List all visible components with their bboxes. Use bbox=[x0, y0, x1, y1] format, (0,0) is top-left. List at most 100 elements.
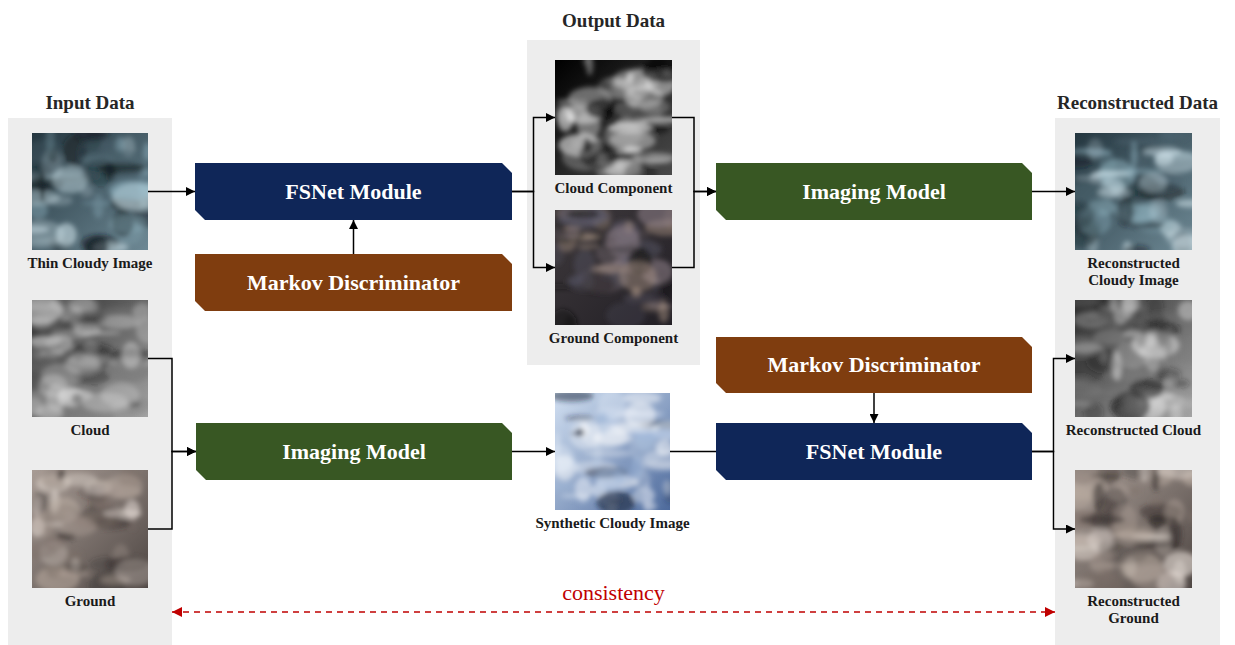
panel-heading-group: Output Data bbox=[497, 10, 730, 32]
module-label: Markov Discriminator bbox=[767, 352, 980, 378]
texture-blob bbox=[32, 300, 63, 325]
texture-blob bbox=[1077, 571, 1124, 588]
texture-blob bbox=[1166, 228, 1192, 248]
texture-blob bbox=[1140, 470, 1148, 483]
image-tile: Reconstructed Cloudy Image bbox=[1075, 133, 1192, 250]
panel-heading: Reconstructed Data bbox=[1025, 92, 1235, 114]
texture-blob bbox=[76, 315, 106, 325]
module-label: FSNet Module bbox=[806, 439, 942, 465]
texture-blob bbox=[83, 139, 115, 152]
module-outline bbox=[716, 163, 1032, 220]
texture-blob bbox=[555, 393, 594, 402]
texture-blob bbox=[567, 275, 583, 286]
satellite-image bbox=[1075, 470, 1192, 588]
texture-blob bbox=[1111, 391, 1151, 417]
image-tile: Thin Cloudy Image bbox=[32, 133, 148, 250]
texture-blob bbox=[65, 562, 87, 574]
texture-blob bbox=[48, 147, 59, 164]
image-caption-group: Reconstructed Cloud bbox=[1064, 422, 1204, 439]
texture-blob bbox=[46, 563, 61, 578]
image-texture bbox=[1075, 300, 1192, 417]
image-caption-group: Thin Cloudy Image bbox=[24, 255, 156, 272]
texture-blob bbox=[1075, 200, 1094, 229]
texture-blob bbox=[640, 460, 671, 470]
texture-blob bbox=[109, 181, 148, 200]
texture-blob bbox=[558, 210, 605, 230]
texture-blob bbox=[1112, 351, 1122, 381]
image-tile: Cloud bbox=[32, 300, 148, 417]
texture-blob bbox=[32, 397, 43, 416]
image-caption-group: Ground bbox=[24, 593, 156, 610]
texture-blob bbox=[71, 393, 83, 404]
image-caption-group: Cloud Component bbox=[529, 180, 699, 197]
edge-label: consistency bbox=[494, 580, 734, 606]
image-texture bbox=[32, 300, 148, 417]
image-texture bbox=[1075, 470, 1192, 588]
texture-blob bbox=[1173, 559, 1186, 584]
texture-blob bbox=[1079, 515, 1125, 525]
module-outline bbox=[716, 423, 1032, 480]
texture-blob bbox=[579, 141, 619, 170]
module-outline bbox=[195, 163, 512, 220]
panel-heading-group: Reconstructed Data bbox=[1025, 92, 1235, 114]
module-box: FSNet Module bbox=[716, 423, 1032, 480]
satellite-image bbox=[555, 393, 670, 510]
texture-blob bbox=[32, 543, 57, 559]
image-caption-group: Reconstructed Ground bbox=[1064, 593, 1204, 627]
data-panel: Reconstructed DataReconstructed Cloudy I… bbox=[1055, 118, 1220, 645]
texture-blob bbox=[555, 482, 578, 490]
image-caption: Synthetic Cloudy Image bbox=[498, 515, 728, 532]
texture-blob bbox=[1160, 133, 1187, 140]
texture-blob bbox=[1123, 245, 1150, 250]
panel-heading-group: Input Data bbox=[0, 92, 202, 114]
texture-blob bbox=[1111, 531, 1153, 540]
texture-blob bbox=[631, 456, 644, 481]
texture-blob bbox=[658, 301, 669, 323]
image-tile: Ground bbox=[32, 470, 148, 588]
connector-arrow bbox=[148, 191, 195, 193]
texture-blob bbox=[38, 374, 67, 397]
image-caption: Reconstructed Ground bbox=[1064, 593, 1204, 627]
image-caption-group: Reconstructed Cloudy Image bbox=[1064, 255, 1204, 289]
image-caption: Ground Component bbox=[529, 330, 699, 347]
texture-blob bbox=[59, 516, 96, 536]
texture-blob bbox=[1127, 166, 1138, 183]
texture-blob bbox=[47, 195, 73, 206]
module-outline bbox=[195, 254, 512, 311]
data-panel: Input DataThin Cloudy ImageCloudGround bbox=[8, 118, 172, 645]
texture-blob bbox=[144, 142, 149, 161]
image-texture bbox=[555, 60, 672, 175]
texture-blob bbox=[567, 210, 600, 219]
texture-blob bbox=[1075, 300, 1101, 307]
texture-blob bbox=[1075, 487, 1094, 509]
satellite-image bbox=[32, 470, 148, 588]
texture-blob bbox=[84, 340, 98, 354]
texture-blob bbox=[1154, 150, 1192, 173]
texture-blob bbox=[73, 351, 84, 362]
texture-blob bbox=[1075, 381, 1102, 399]
texture-blob bbox=[1139, 173, 1167, 193]
texture-blob bbox=[1131, 141, 1137, 168]
texture-blob bbox=[597, 491, 636, 510]
image-texture bbox=[1075, 133, 1192, 250]
image-caption: Cloud bbox=[24, 422, 156, 439]
texture-blob bbox=[623, 146, 642, 153]
image-tile: Reconstructed Cloud bbox=[1075, 300, 1192, 417]
image-tile: Cloud Component bbox=[555, 60, 672, 175]
texture-blob bbox=[641, 60, 672, 84]
connector-arrow bbox=[873, 393, 875, 423]
texture-blob bbox=[555, 456, 579, 479]
texture-blob bbox=[113, 367, 148, 382]
image-caption-group: Ground Component bbox=[529, 330, 699, 347]
texture-blob bbox=[82, 158, 116, 186]
image-texture bbox=[32, 470, 148, 588]
texture-blob bbox=[1087, 138, 1103, 160]
image-tile: Reconstructed Ground bbox=[1075, 470, 1192, 588]
texture-blob bbox=[596, 154, 607, 166]
texture-blob bbox=[1151, 499, 1163, 506]
texture-blob bbox=[1129, 488, 1140, 495]
texture-blob bbox=[634, 100, 662, 127]
texture-blob bbox=[1156, 470, 1192, 478]
texture-blob bbox=[555, 309, 576, 325]
